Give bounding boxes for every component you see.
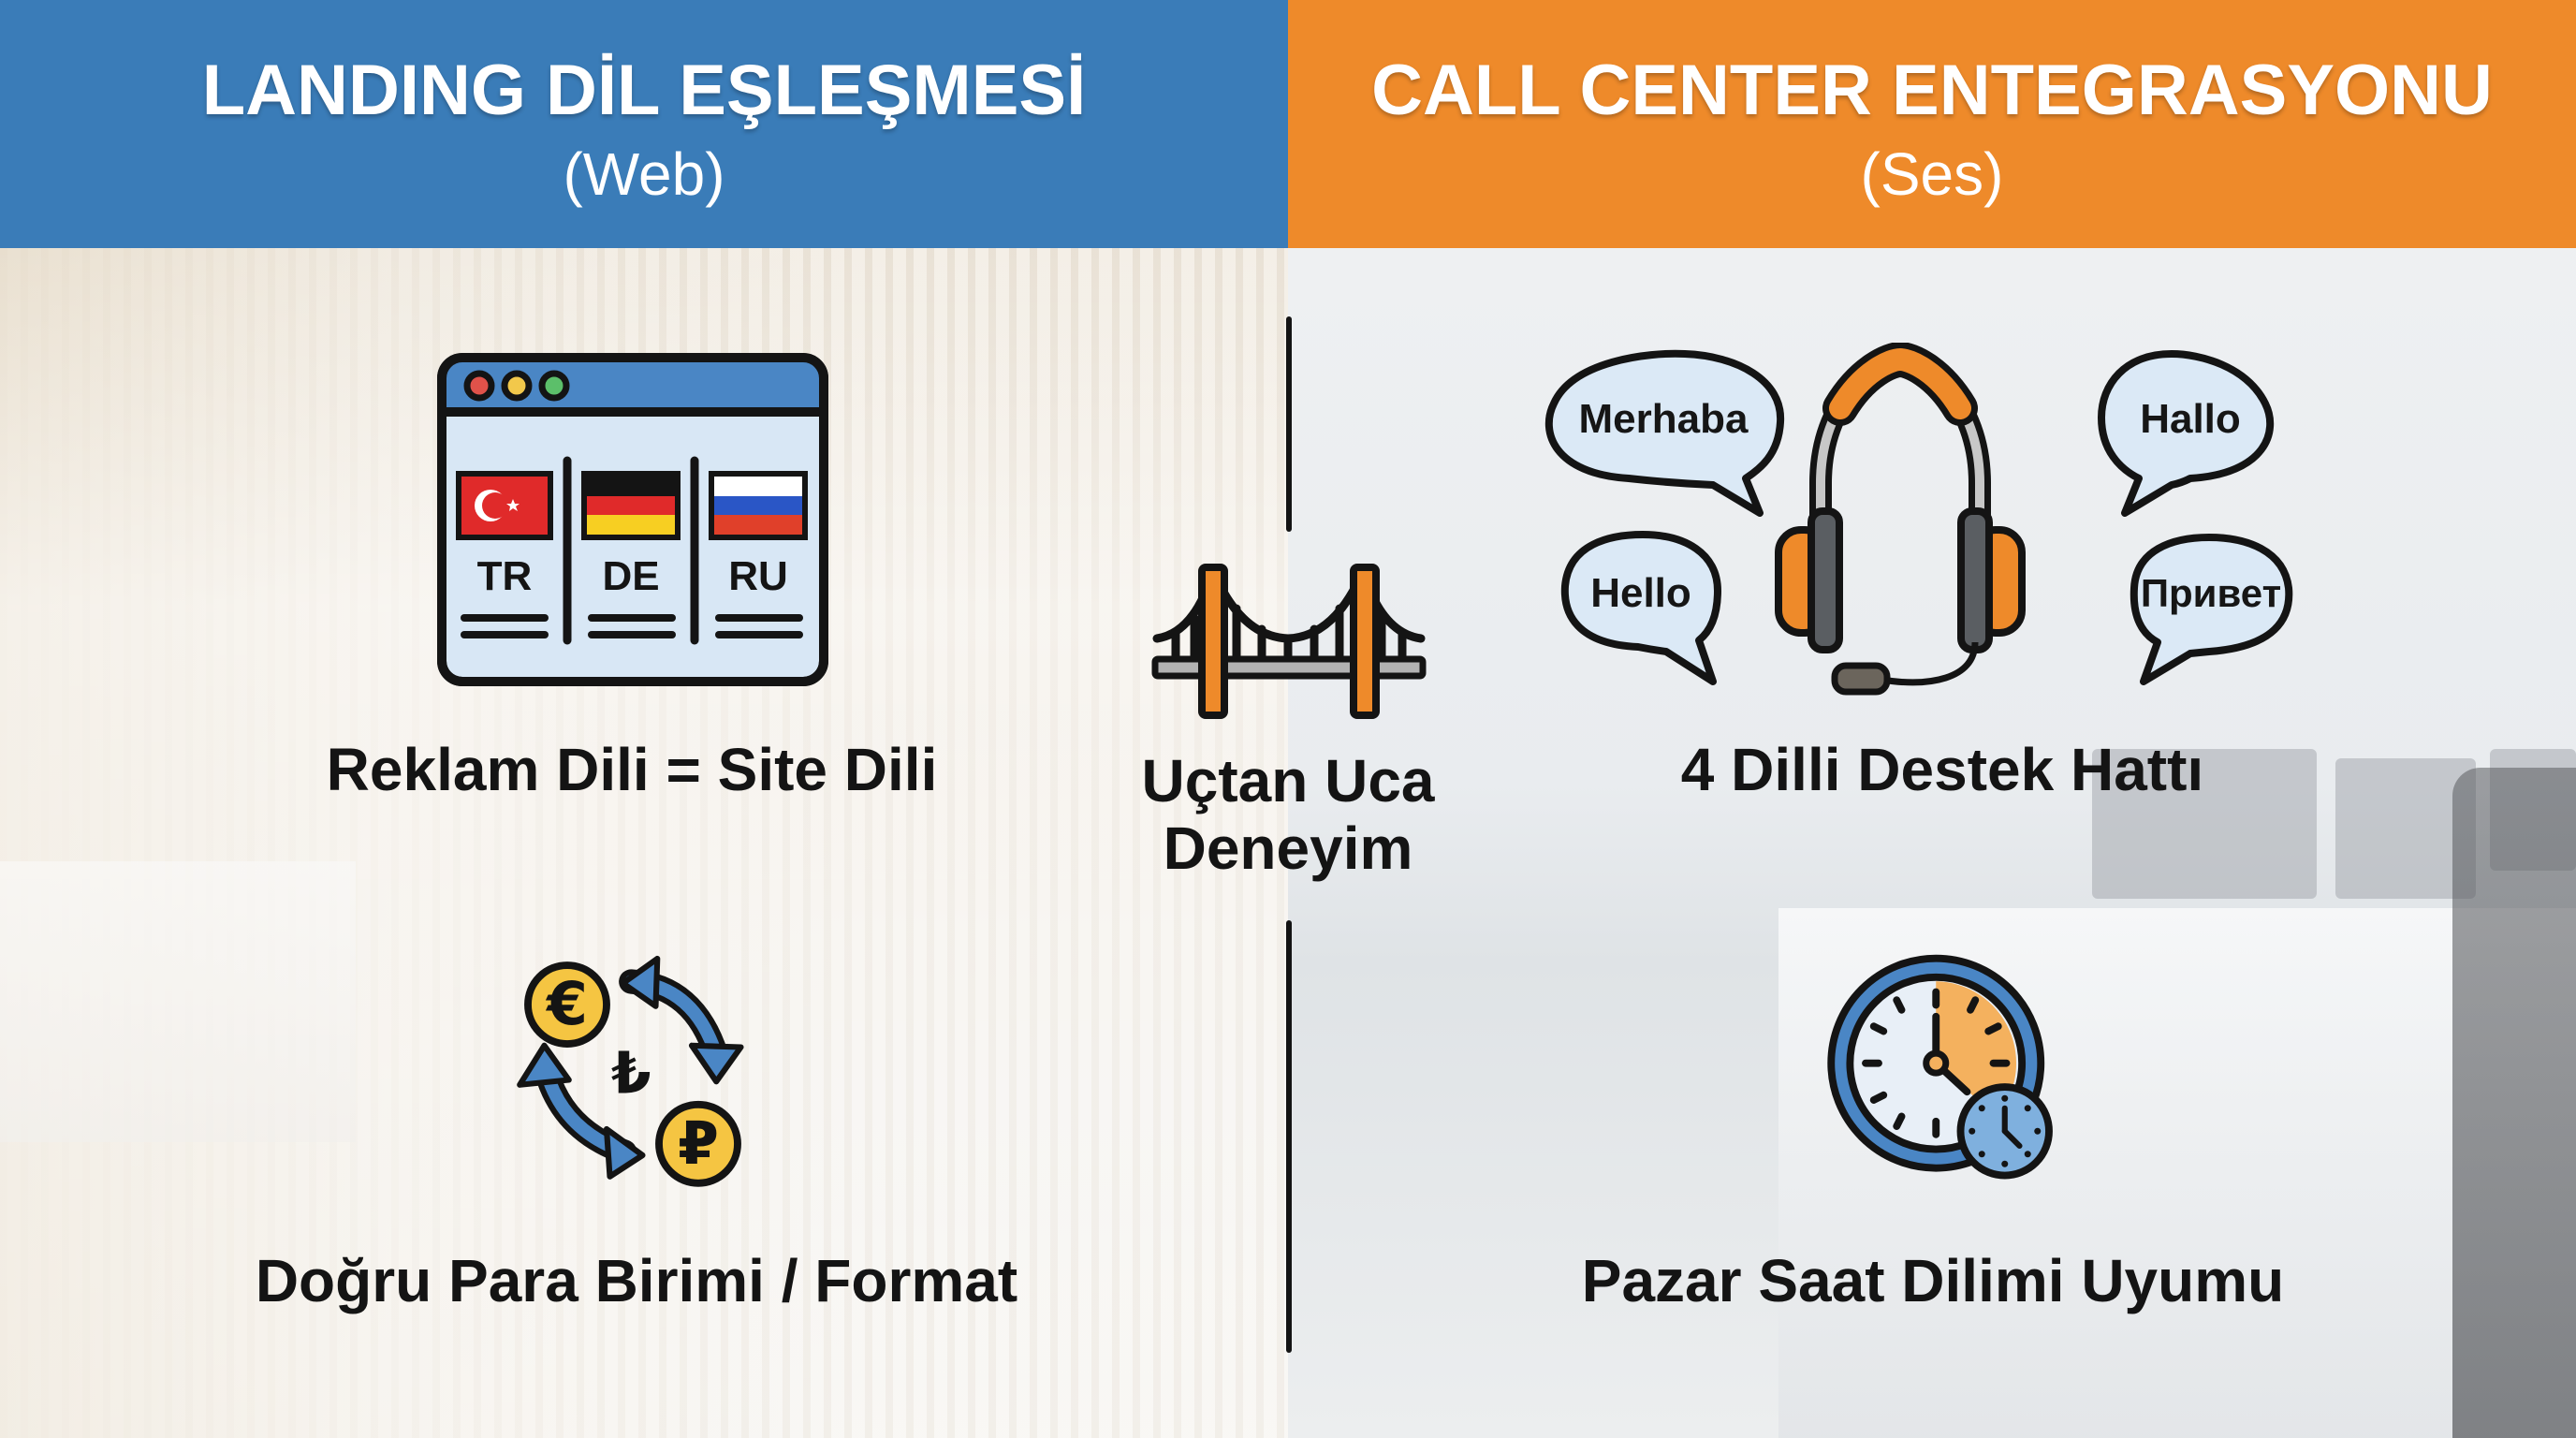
greeting-privet: Привет <box>2141 571 2281 615</box>
greeting-hallo: Hallo <box>2140 396 2241 442</box>
lang-code-de: DE <box>602 553 659 599</box>
center-label-line2: Deneyim <box>1163 814 1413 882</box>
label-correct-currency-format: Doğru Para Birimi / Format <box>255 1247 1018 1314</box>
header-web: LANDING DİL EŞLEŞMESİ (Web) <box>0 0 1288 248</box>
center-label-line1: Uçtan Uca <box>1141 747 1435 814</box>
header-subtitle-voice: (Ses) <box>1860 140 2004 208</box>
header-title-voice: CALL CENTER ENTEGRASYONU <box>1371 51 2493 130</box>
lira-symbol: ₺ <box>611 1041 651 1108</box>
browser-language-flags-icon: TR DE RU <box>437 353 828 686</box>
bridge-icon <box>1151 564 1427 719</box>
header-voice: CALL CENTER ENTEGRASYONU (Ses) <box>1288 0 2576 248</box>
lang-code-tr: TR <box>477 553 533 599</box>
speech-bubble-privet: Привет <box>2130 534 2293 685</box>
headset-icon <box>1775 343 2026 696</box>
office-chair <box>2452 768 2576 1438</box>
speech-bubble-hello: Hello <box>1560 531 1721 685</box>
monitor <box>2092 749 2317 899</box>
headset-with-greetings-icon: Merhaba Hallo Hello Привет <box>1544 343 2293 696</box>
header-title-web: LANDING DİL EŞLEŞMESİ <box>201 51 1087 130</box>
divider-bottom <box>1286 920 1292 1353</box>
greeting-merhaba: Merhaba <box>1579 396 1749 442</box>
lang-code-ru: RU <box>728 553 788 599</box>
clock-timezone-icon <box>1827 954 2053 1180</box>
label-market-timezone-alignment: Pazar Saat Dilimi Uyumu <box>1581 1247 2285 1314</box>
speech-bubble-merhaba: Merhaba <box>1544 349 1785 517</box>
currency-exchange-icon: € ₽ ₺ <box>517 955 744 1187</box>
label-four-language-support-line: 4 Dilli Destek Hattı <box>1680 736 2204 803</box>
ruble-symbol: ₽ <box>678 1109 719 1178</box>
euro-symbol: € <box>545 970 588 1038</box>
greeting-hello: Hello <box>1590 570 1691 616</box>
header-subtitle-web: (Web) <box>563 140 725 208</box>
label-ad-language-site-language: Reklam Dili = Site Dili <box>326 736 938 803</box>
divider-top <box>1286 316 1292 532</box>
speech-bubble-hallo: Hallo <box>2098 350 2275 517</box>
